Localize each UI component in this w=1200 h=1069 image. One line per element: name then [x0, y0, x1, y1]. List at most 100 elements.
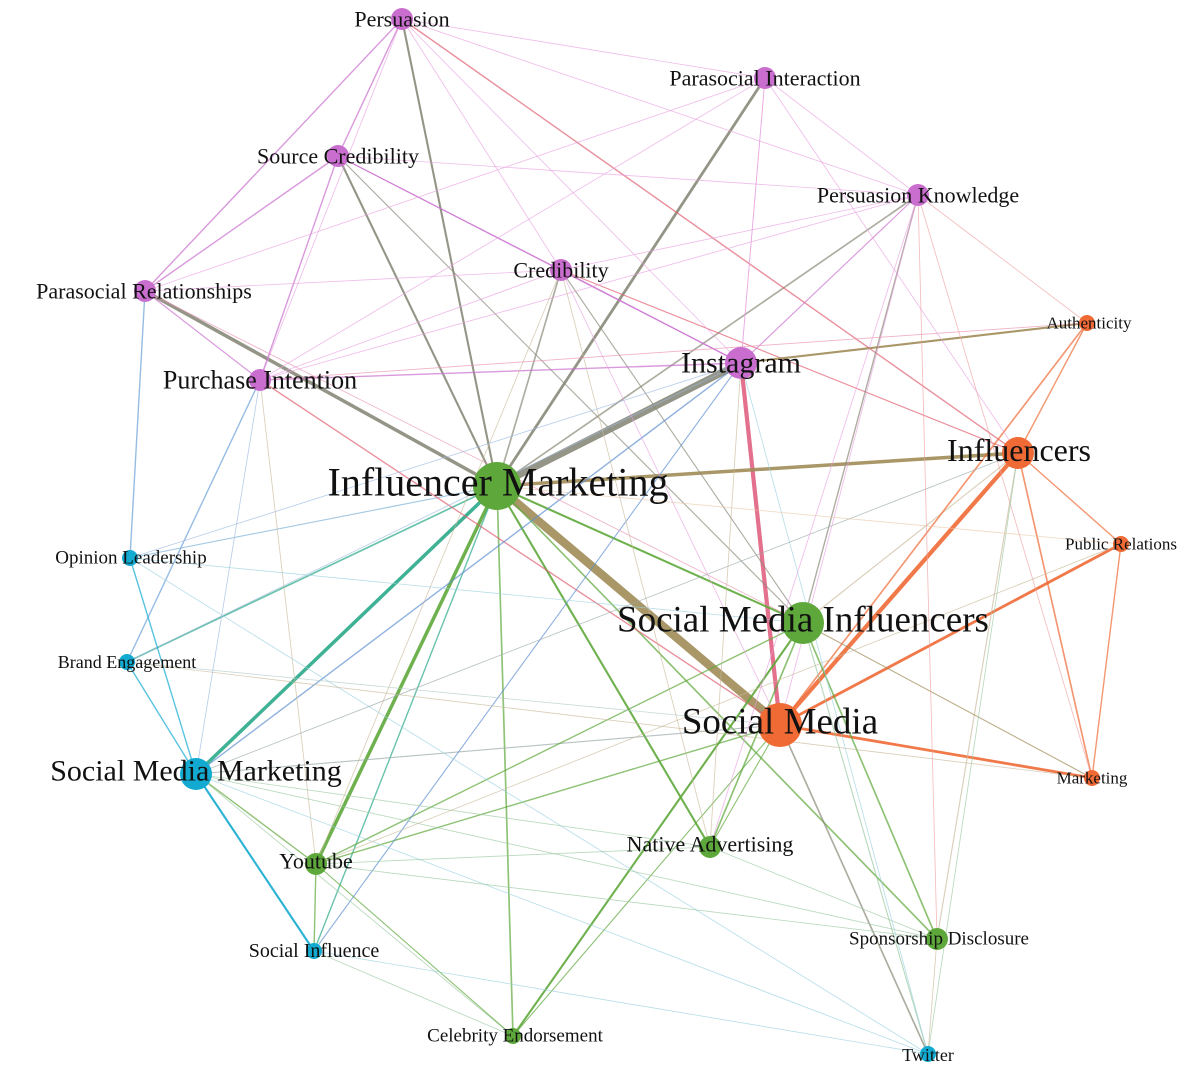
- edge-persuasion-purchase-intention: [259, 18, 403, 381]
- edge-youtube-native-advertising: [315, 846, 711, 865]
- edge-twitter-instagram: [740, 362, 929, 1055]
- edge-social-media-twitter: [779, 724, 929, 1055]
- edge-purchase-intention-social-media-marketing: [195, 379, 261, 775]
- node-parasocial-interaction[interactable]: [754, 67, 776, 89]
- label-youtube: Youtube: [279, 849, 353, 874]
- edge-social-media-social-media-marketing: [195, 724, 781, 775]
- edge-source-credibility-parasocial-relationships: [144, 155, 339, 292]
- label-social-media-marketing: Social Media Marketing: [50, 755, 342, 788]
- edge-parasocial-interaction-influencers: [764, 77, 1019, 454]
- label-parasocial-interaction: Parasocial Interaction: [669, 66, 860, 91]
- edge-persuasion-source-credibility: [337, 18, 403, 157]
- node-social-media[interactable]: [758, 703, 802, 747]
- label-marketing: Marketing: [1057, 769, 1128, 788]
- edge-social-media-influencers-marketing: [802, 622, 1093, 779]
- node-persuasion[interactable]: [391, 8, 413, 30]
- edge-authenticity-persuasion-knowledge: [917, 194, 1088, 324]
- label-authenticity: Authenticity: [1047, 314, 1132, 333]
- edge-social-media-purchase-intention: [259, 379, 781, 726]
- edge-instagram-social-media-marketing: [195, 362, 742, 775]
- label-brand-engagement: Brand Engagement: [58, 652, 196, 672]
- edge-influencers-authenticity: [1017, 322, 1088, 454]
- edge-influencers-credibility: [560, 269, 1019, 454]
- node-public-relations[interactable]: [1113, 536, 1129, 552]
- edge-social-media-marketing-celebrity-endorsement: [195, 773, 514, 1037]
- edge-influencer-marketing-native-advertising: [495, 484, 712, 849]
- edge-source-credibility-persuasion-knowledge: [337, 155, 919, 196]
- node-authenticity[interactable]: [1079, 315, 1095, 331]
- label-public-relations: Public Relations: [1065, 535, 1177, 554]
- edge-credibility-purchase-intention: [259, 269, 562, 381]
- node-celebrity-endorsement[interactable]: [505, 1028, 521, 1044]
- label-persuasion: Persuasion: [354, 7, 449, 32]
- edge-influencers-public-relations: [1017, 452, 1122, 545]
- edge-influencer-marketing-youtube: [314, 484, 499, 866]
- edge-influencer-marketing-social-media-marketing: [194, 484, 499, 776]
- node-credibility[interactable]: [550, 259, 572, 281]
- edge-brand-engagement-marketing: [126, 661, 1093, 779]
- node-social-media-marketing[interactable]: [180, 758, 212, 790]
- node-social-influence[interactable]: [306, 943, 322, 959]
- edge-social-media-influencers-youtube: [315, 622, 804, 865]
- edge-credibility-youtube: [315, 269, 562, 865]
- label-sponsorship-disclosure: Sponsorship Disclosure: [849, 929, 1029, 950]
- node-brand-engagement[interactable]: [119, 654, 135, 670]
- edge-social-media-influencers-credibility: [560, 269, 804, 624]
- edge-social-media-influencers-twitter: [802, 622, 929, 1055]
- edge-social-media-marketing-youtube: [195, 773, 317, 865]
- label-influencer-marketing: Influencer Marketing: [328, 460, 669, 505]
- edge-social-media-influencers-native-advertising: [709, 622, 804, 848]
- edge-influencer-marketing-influencers: [495, 451, 1020, 488]
- edge-social-media-influencers-persuasion-knowledge: [802, 194, 919, 624]
- node-instagram[interactable]: [725, 347, 757, 379]
- edge-social-media-influencers-celebrity-endorsement: [511, 621, 805, 1038]
- node-parasocial-relationships[interactable]: [134, 280, 156, 302]
- edge-youtube-sponsorship-disclosure: [315, 863, 938, 940]
- label-purchase-intention: Purchase Intention: [163, 366, 357, 395]
- edge-influencer-marketing-sponsorship-disclosure: [496, 485, 938, 940]
- edge-instagram-social-influence: [313, 362, 742, 952]
- node-social-media-influencers[interactable]: [782, 602, 824, 644]
- node-influencers[interactable]: [1002, 437, 1034, 469]
- node-layer: [119, 8, 1129, 1062]
- edge-influencer-marketing-brand-engagement: [126, 485, 498, 663]
- node-youtube[interactable]: [305, 853, 327, 875]
- label-persuasion-knowledge: Persuasion Knowledge: [817, 183, 1019, 208]
- edge-opinion-leadership-instagram: [129, 362, 742, 559]
- edge-brand-engagement-social-media-marketing: [126, 661, 197, 775]
- label-opinion-leadership: Opinion Leadership: [55, 548, 206, 569]
- node-purchase-intention[interactable]: [249, 369, 271, 391]
- label-twitter: Twitter: [902, 1045, 954, 1065]
- node-source-credibility[interactable]: [327, 145, 349, 167]
- edge-influencer-marketing-persuasion-knowledge: [496, 194, 919, 487]
- node-persuasion-knowledge[interactable]: [907, 184, 929, 206]
- edge-social-media-public-relations: [778, 542, 1123, 727]
- edge-social-media-influencers-source-credibility: [337, 155, 804, 624]
- edge-twitter-influencers: [927, 452, 1019, 1055]
- label-influencers: Influencers: [947, 432, 1091, 468]
- label-social-media: Social Media: [682, 702, 878, 743]
- edge-source-credibility-credibility: [337, 155, 562, 271]
- edge-source-credibility-purchase-intention: [259, 155, 339, 381]
- edge-influencers-marketing: [1017, 452, 1093, 779]
- node-opinion-leadership[interactable]: [122, 550, 138, 566]
- edge-parasocial-interaction-purchase-intention: [259, 77, 766, 381]
- node-influencer-marketing[interactable]: [473, 462, 521, 510]
- edge-purchase-intention-brand-engagement: [126, 379, 261, 663]
- edge-influencer-marketing-parasocial-relationships: [143, 289, 499, 488]
- edge-instagram-brand-engagement: [126, 362, 742, 663]
- edge-persuasion-persuasion-knowledge: [401, 18, 919, 196]
- edge-youtube-social-influence: [313, 863, 317, 952]
- edge-persuasion-instagram: [401, 18, 742, 364]
- label-social-influence: Social Influence: [249, 940, 380, 962]
- node-native-advertising[interactable]: [699, 836, 721, 858]
- edge-instagram-authenticity: [739, 321, 1089, 365]
- edge-instagram-native-advertising: [709, 362, 742, 848]
- edge-social-media-marketing-sponsorship-disclosure: [195, 773, 938, 940]
- node-sponsorship-disclosure[interactable]: [926, 928, 948, 950]
- edge-native-advertising-sponsorship-disclosure: [709, 846, 938, 940]
- node-twitter[interactable]: [920, 1046, 936, 1062]
- node-marketing[interactable]: [1084, 770, 1100, 786]
- edge-purchase-intention-authenticity: [259, 322, 1088, 381]
